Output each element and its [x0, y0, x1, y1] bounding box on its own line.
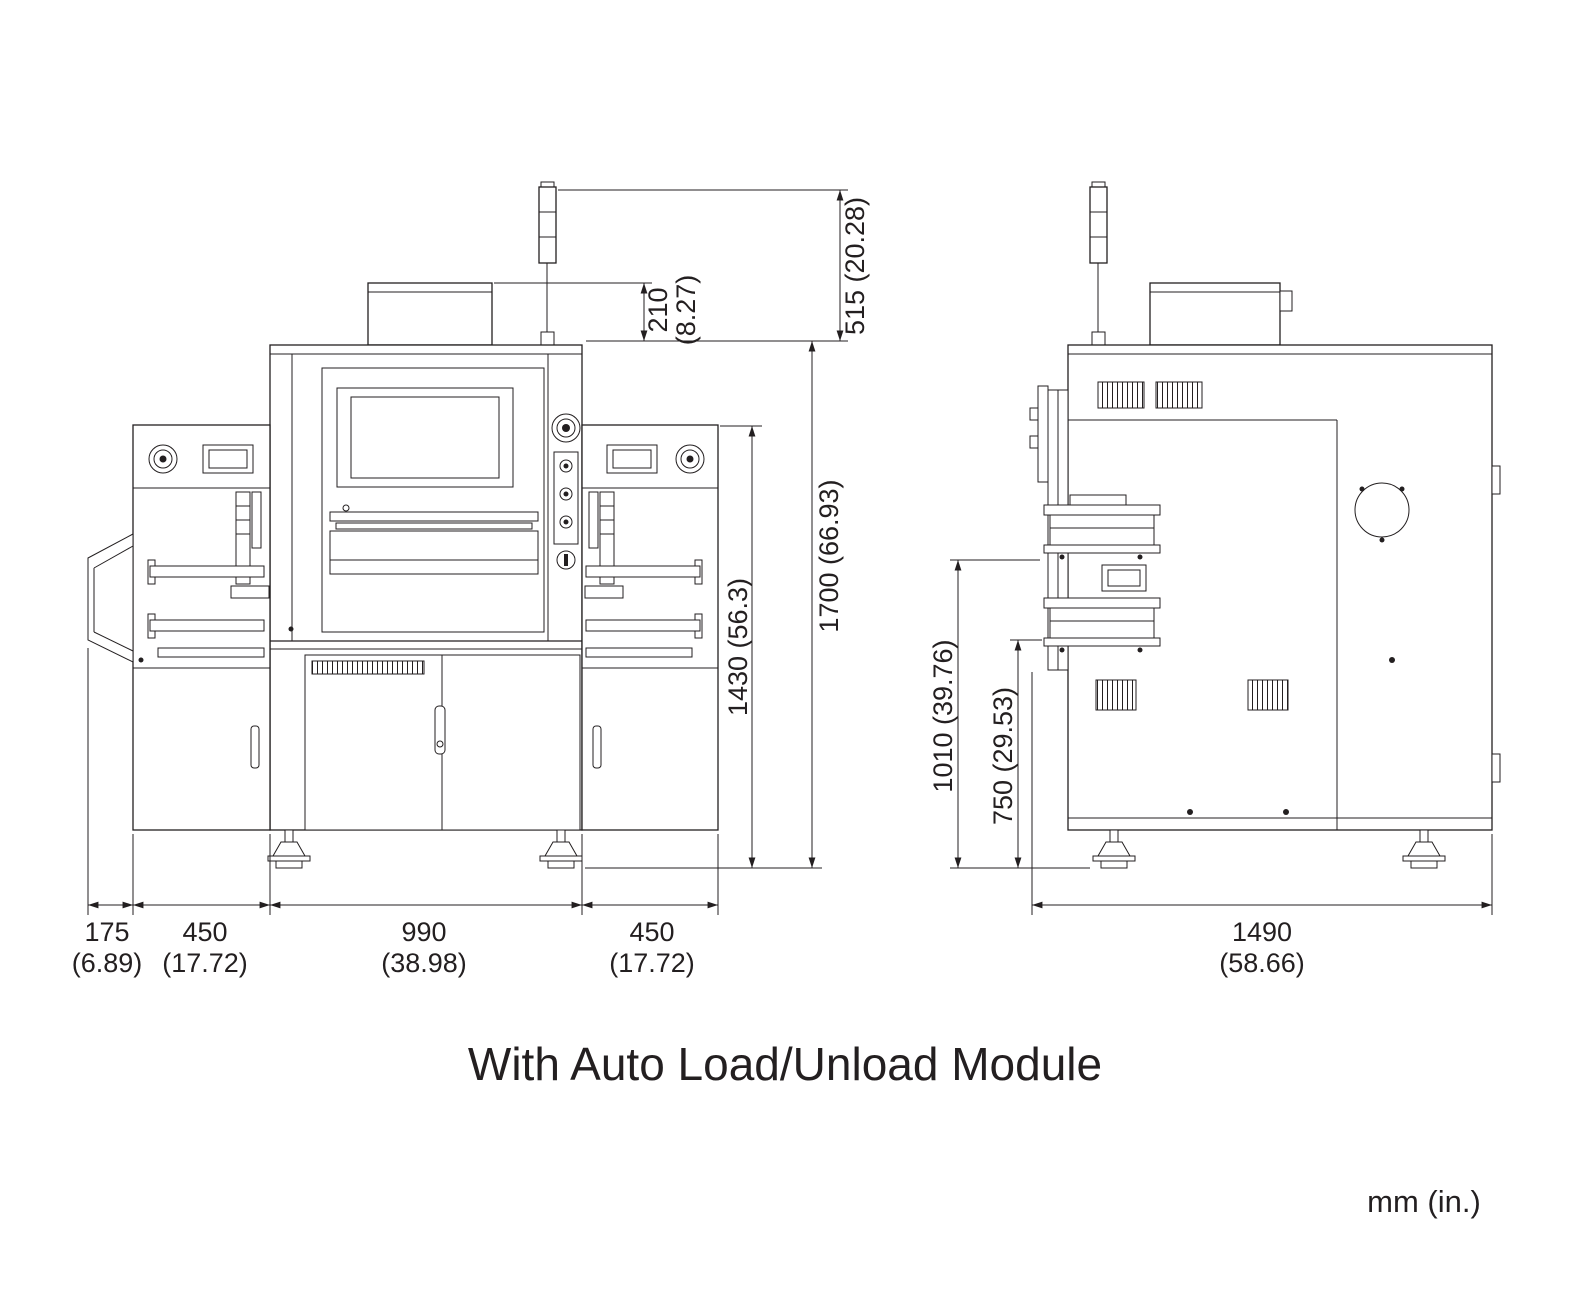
- dim-label-top-module-in: (8.27): [671, 275, 701, 346]
- dim-label-right-module-in: (17.72): [609, 948, 695, 978]
- panel-button-icon: [559, 459, 573, 473]
- hinge-icon: [1491, 465, 1501, 495]
- panel-button-icon: [559, 515, 573, 529]
- lower-magazine-shelf: [1043, 597, 1161, 653]
- dim-label-lower-port-height: 750 (29.53): [988, 687, 1018, 825]
- diagram-caption: With Auto Load/Unload Module: [468, 1038, 1102, 1090]
- dim-label-upper-port-height: 1010 (39.76): [928, 639, 958, 792]
- vent-icon: [1247, 679, 1289, 711]
- leveling-foot-icon: [1402, 829, 1446, 869]
- front-conveyor: [329, 511, 539, 575]
- leveling-foot-icon: [267, 829, 311, 869]
- dim-label-right-module-mm: 450: [629, 917, 674, 947]
- units-note: mm (in.): [1367, 1184, 1481, 1219]
- vent-icon: [1095, 679, 1137, 711]
- dim-label-body-mm: 990: [401, 917, 446, 947]
- upper-magazine-shelf: [1043, 494, 1161, 560]
- hinge-icon: [1491, 753, 1501, 783]
- dim-label-chute-mm: 175: [84, 917, 129, 947]
- vent-icon: [1155, 381, 1203, 409]
- front-top-module: [367, 282, 493, 346]
- dim-label-overall-height: 1700 (66.93): [814, 479, 844, 632]
- dim-label-top-module-mm: 210: [643, 287, 673, 332]
- front-right-loader-module: [581, 424, 719, 831]
- vent-icon: [1097, 381, 1145, 409]
- front-left-loader-module: [132, 424, 271, 831]
- side-view: 1010 (39.76) 750 (29.53) 1490 (58.66): [928, 181, 1501, 978]
- side-signal-tower-icon: [1089, 181, 1108, 346]
- leveling-foot-icon: [539, 829, 583, 869]
- door-handle-icon: [250, 725, 260, 769]
- front-control-panel: [551, 413, 581, 570]
- front-view: 515 (20.28) 210 (8.27) 1430 (56.3) 1700 …: [72, 181, 870, 978]
- dim-label-left-module-in: (17.72): [162, 948, 248, 978]
- counter-display-icon: [202, 444, 254, 474]
- side-loader-module: [1029, 385, 1161, 671]
- side-top-module: [1149, 282, 1293, 346]
- front-leveling-feet: [267, 829, 583, 869]
- panel-button-icon: [559, 487, 573, 501]
- door-handle-icon: [592, 725, 602, 769]
- leveling-foot-icon: [1092, 829, 1136, 869]
- side-leveling-feet: [1092, 829, 1446, 869]
- front-monitor: [336, 387, 514, 512]
- front-cabinet-doors: [304, 654, 581, 831]
- front-output-chute: [87, 533, 134, 663]
- dim-label-frame-height: 1430 (56.3): [723, 578, 753, 716]
- counter-display-icon: [606, 444, 658, 474]
- front-signal-tower-icon: [538, 181, 557, 346]
- dim-label-chute-in: (6.89): [72, 948, 143, 978]
- exhaust-port-icon: [1354, 482, 1410, 538]
- side-dimensions: 1010 (39.76) 750 (29.53) 1490 (58.66): [928, 559, 1493, 978]
- front-dimensions: 515 (20.28) 210 (8.27) 1430 (56.3) 1700 …: [72, 189, 870, 978]
- door-vent-icon: [311, 660, 425, 675]
- dim-label-depth-mm: 1490: [1232, 917, 1292, 947]
- dim-label-left-module-mm: 450: [182, 917, 227, 947]
- dim-label-body-in: (38.98): [381, 948, 467, 978]
- dim-label-depth-in: (58.66): [1219, 948, 1305, 978]
- dim-label-tower-height: 515 (20.28): [840, 197, 870, 335]
